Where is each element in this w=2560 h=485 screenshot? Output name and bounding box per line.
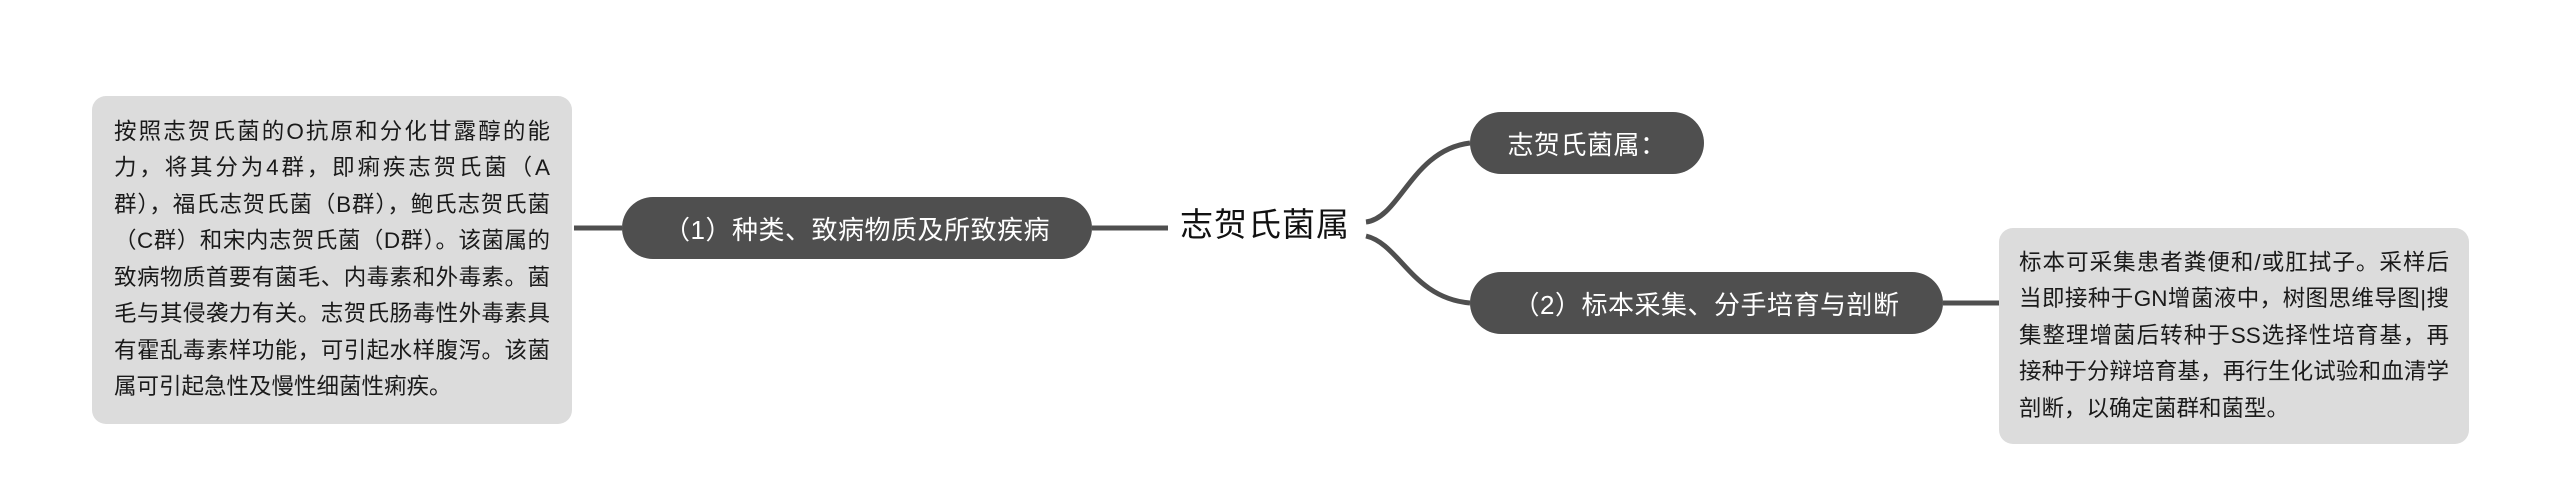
node-branch-2[interactable]: （2）标本采集、分手培育与剖断 <box>1470 272 1943 334</box>
note-branch-2: 标本可采集患者粪便和/或肛拭子。采样后当即接种于GN增菌液中，树图思维导图|搜集… <box>1999 228 2469 445</box>
connector-center-topic-a <box>1365 140 1471 225</box>
note-branch-1: 按照志贺氏菌的O抗原和分化甘露醇的能力，将其分为4群，即痢疾志贺氏菌（A群），福… <box>92 96 572 424</box>
node-topic-a-label: 志贺氏菌属： <box>1507 129 1667 160</box>
node-topic-a[interactable]: 志贺氏菌属： <box>1470 112 1704 174</box>
center-topic: 志贺氏菌属 <box>1180 206 1350 243</box>
node-branch-2-label: （2）标本采集、分手培育与剖断 <box>1513 289 1900 320</box>
connector-center-branch2 <box>1365 233 1471 306</box>
node-branch-1-label: （1）种类、致病物质及所致疾病 <box>664 214 1050 245</box>
node-branch-1[interactable]: （1）种类、致病物质及所致疾病 <box>622 197 1092 259</box>
